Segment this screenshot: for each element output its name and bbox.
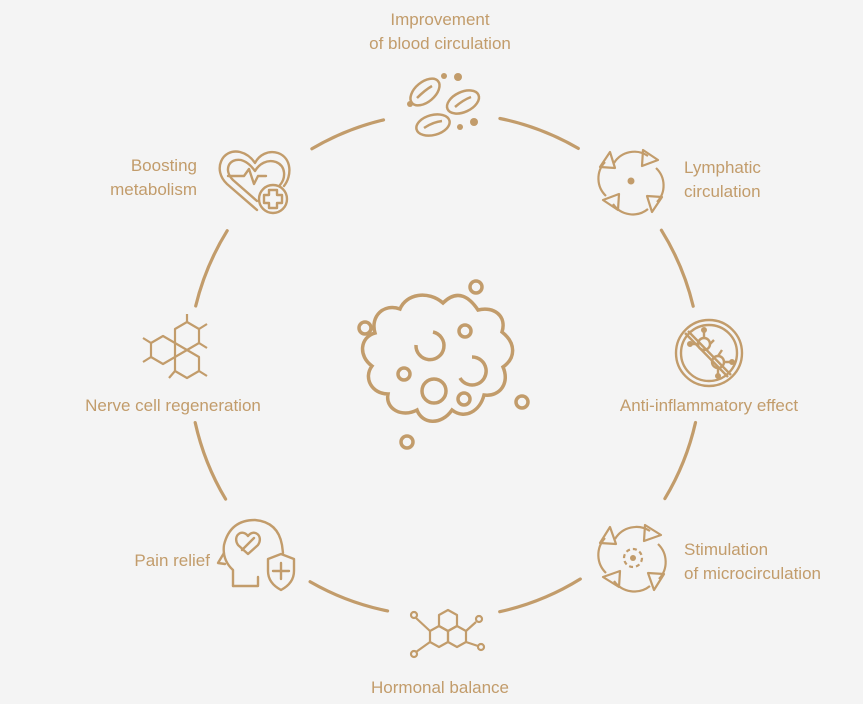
ring-segment: [498, 116, 580, 150]
ring-segment: [194, 229, 229, 308]
hexagon-cells-icon: [142, 314, 208, 380]
label-metabolism: Boosting metabolism: [110, 154, 197, 202]
label-line: circulation: [684, 182, 761, 201]
label-blood-circulation: Improvement of blood circulation: [330, 8, 550, 56]
blood-cells-icon: [407, 73, 481, 137]
heart-plus-icon: [218, 150, 291, 215]
ring-segments: [193, 116, 698, 614]
label-line: Anti-inflammatory effect: [619, 396, 799, 415]
label-line: Lymphatic: [684, 158, 761, 177]
molecule-icon: [409, 608, 486, 659]
ring-segment: [498, 577, 582, 614]
ring-segment: [193, 421, 228, 501]
label-line: Hormonal balance: [371, 678, 509, 697]
label-line: metabolism: [110, 180, 197, 199]
circulation-arrows-icon: [597, 148, 665, 216]
label-pain-relief: Pain relief: [134, 549, 210, 573]
label-nerve-regeneration: Nerve cell regeneration: [66, 394, 280, 418]
label-line: Pain relief: [134, 551, 210, 570]
label-hormonal-balance: Hormonal balance: [340, 676, 540, 700]
label-anti-inflammatory: Anti-inflammatory effect: [598, 394, 820, 418]
head-bandage-icon: [216, 518, 296, 592]
ring-segment: [308, 580, 390, 613]
label-line: Stimulation: [684, 540, 769, 559]
label-lymphatic-circulation: Lymphatic circulation: [684, 156, 761, 204]
ring-segment: [659, 228, 695, 308]
no-virus-icon: [674, 318, 744, 388]
label-line: of blood circulation: [369, 34, 511, 53]
ring-segment: [663, 420, 698, 501]
ring-segment: [310, 118, 386, 151]
label-line: Improvement: [390, 10, 490, 29]
label-microcirculation: Stimulation of microcirculation: [684, 538, 821, 586]
label-line: of microcirculation: [684, 564, 821, 583]
label-line: Boosting: [130, 156, 197, 175]
micro-circulation-icon: [597, 523, 667, 593]
cell-icon: [357, 279, 530, 450]
label-line: Nerve cell regeneration: [85, 396, 261, 415]
